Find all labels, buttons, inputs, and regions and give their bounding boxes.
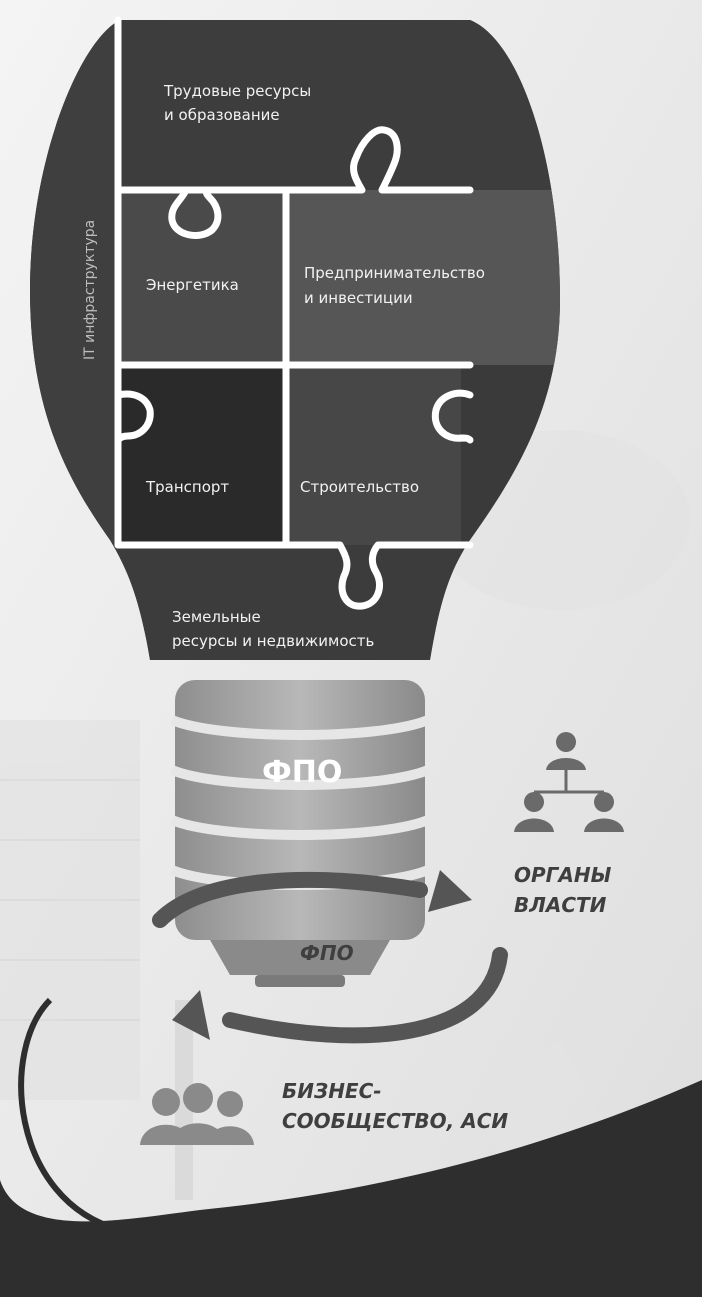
piece-construction	[286, 365, 461, 545]
people-group-icon	[140, 1083, 254, 1145]
cycle-arrowhead-right	[428, 870, 472, 912]
piece-labor	[118, 20, 560, 190]
label-business-2: СООБЩЕСТВО, АСИ	[282, 1109, 508, 1133]
label-enterprise-1: Предпринимательство	[304, 264, 485, 282]
piece-transport	[118, 365, 286, 545]
label-cycle: ФПО	[300, 941, 354, 965]
label-construction: Строительство	[300, 478, 419, 496]
piece-enterprise	[286, 190, 560, 365]
label-authorities-2: ВЛАСТИ	[514, 893, 607, 917]
label-it: IT инфраструктура	[82, 220, 98, 360]
puzzle-seams	[114, 16, 474, 610]
org-chart-icon	[514, 732, 624, 832]
label-enterprise-2: и инвестиции	[304, 289, 413, 307]
cycle-arrowhead-left	[172, 990, 210, 1040]
label-labor-2: и образование	[164, 106, 280, 124]
label-land-2: ресурсы и недвижимость	[172, 632, 374, 650]
decor-wave	[0, 1080, 702, 1297]
label-labor-1: Трудовые ресурсы	[163, 82, 311, 100]
decor-wave-outline	[18, 997, 121, 1233]
label-business-1: БИЗНЕС-	[282, 1079, 382, 1103]
label-transport: Транспорт	[145, 478, 229, 496]
cycle-arrows	[152, 872, 508, 1044]
label-energy: Энергетика	[146, 276, 239, 294]
label-authorities-1: ОРГАНЫ	[514, 863, 612, 887]
piece-energy	[118, 190, 286, 365]
label-base: ФПО	[262, 755, 342, 790]
background-scenery	[0, 430, 690, 1200]
label-land-1: Земельные	[172, 608, 261, 626]
